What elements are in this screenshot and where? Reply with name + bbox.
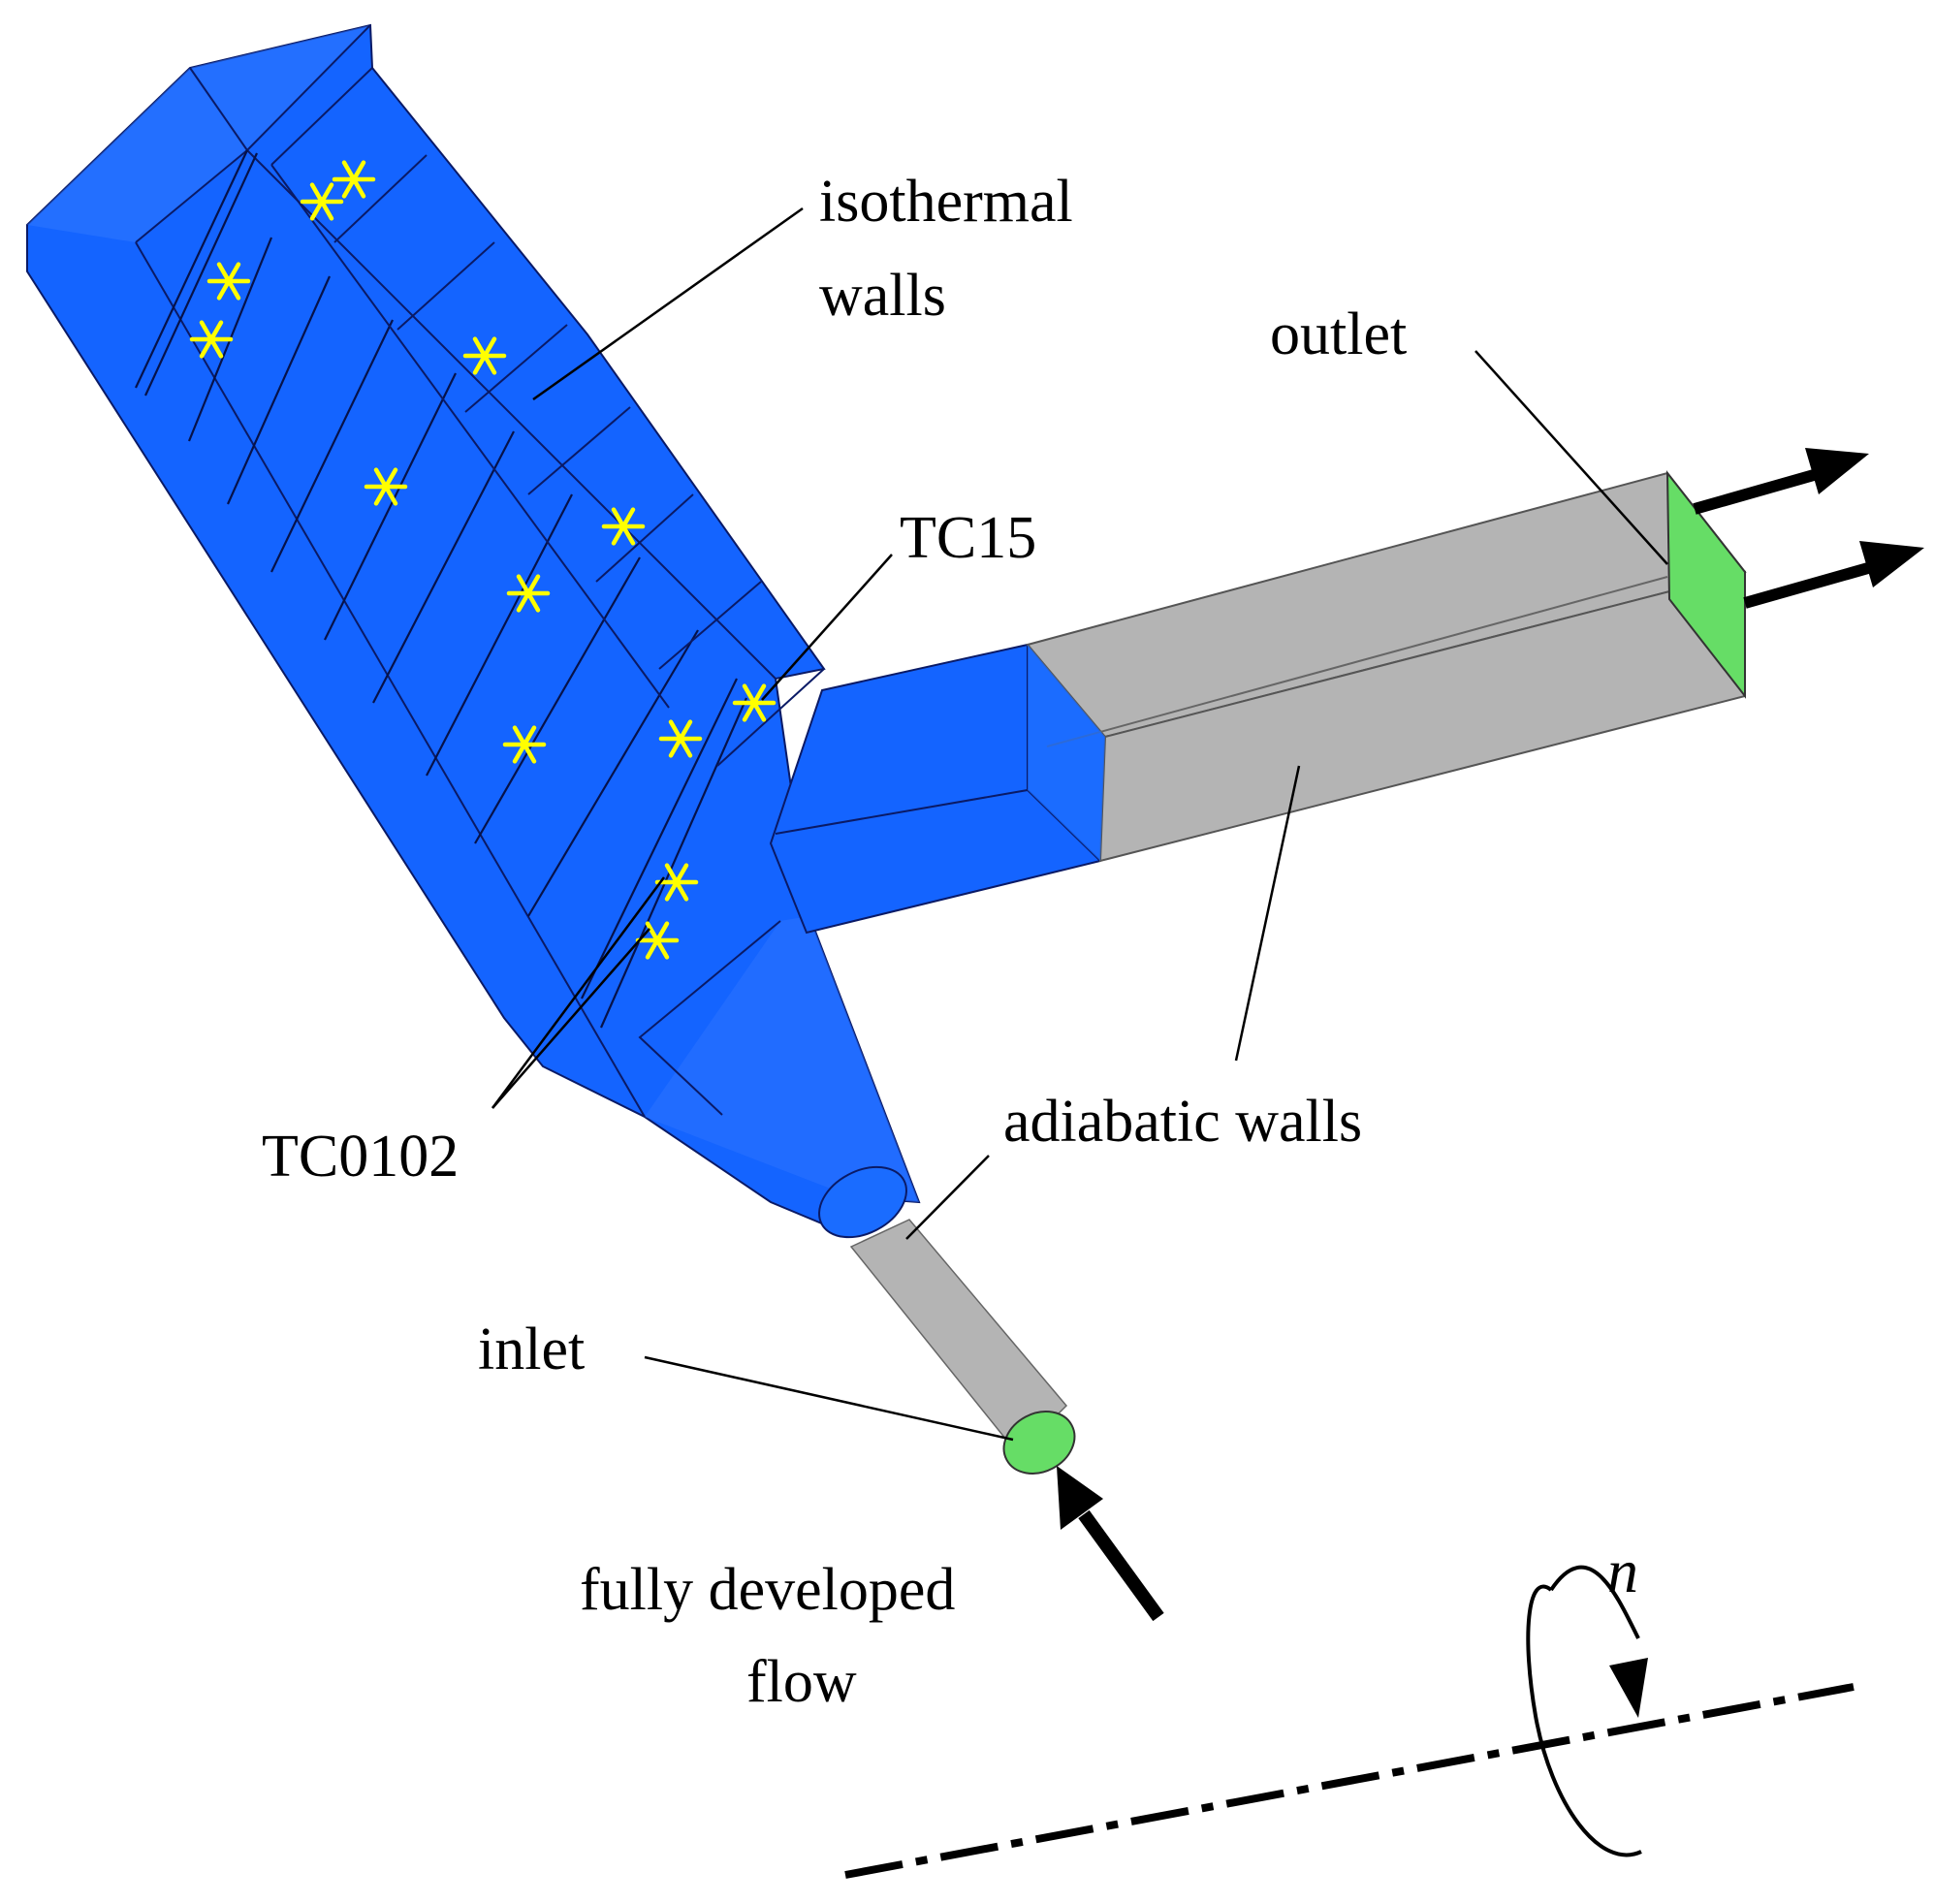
outlet-duct-blue-end: [1028, 645, 1105, 861]
isothermal-walls-label-line2: walls: [819, 263, 946, 329]
outlet-arrow-lower: [1743, 541, 1924, 609]
duct-top-face: [27, 25, 370, 242]
thermocouple-star-marker: [300, 182, 344, 221]
outlet-label: outlet: [1270, 301, 1407, 367]
thermocouple-star-marker: [654, 863, 699, 902]
adiabatic-walls-label: adiabatic walls: [1003, 1089, 1362, 1155]
inlet-pipe: [849, 1219, 1068, 1456]
outlet-arrow-upper: [1693, 448, 1869, 515]
thermocouple-star-marker: [189, 320, 234, 359]
boundary-faces: [1002, 470, 1746, 1475]
axis-dash-dot-line: [844, 1683, 1855, 1879]
rotation-label: n: [1607, 1537, 1638, 1605]
thermocouple-star-marker: [462, 336, 507, 375]
rotation-direction-arrow: [1526, 1565, 1642, 1857]
thermocouple-star-marker: [506, 574, 551, 613]
thermocouple-star-marker: [364, 467, 408, 506]
duct-lower-cone: [645, 916, 919, 1202]
tc0102-label: TC0102: [262, 1124, 459, 1190]
labels: isothermal walls outlet TC15 TC0102 adia…: [262, 169, 1407, 1715]
inlet-label: inlet: [478, 1317, 585, 1382]
fully-developed-flow-label-line1: fully developed: [580, 1557, 955, 1623]
thermocouple-star-marker: [332, 160, 376, 199]
thermocouple-star-marker: [658, 719, 703, 758]
thermocouple-markers: [189, 160, 777, 960]
adiabatic-pipes: [849, 471, 1747, 1456]
fully-developed-flow-label-line2: flow: [746, 1649, 857, 1715]
thermocouple-star-marker: [502, 725, 547, 764]
isothermal-walls-label-line1: isothermal: [819, 169, 1073, 235]
rotation-axis: n: [844, 1537, 1855, 1879]
tc15-label: TC15: [900, 505, 1036, 571]
isothermal-duct: [26, 23, 1107, 1239]
inlet-face: [1002, 1411, 1076, 1475]
outlet-face: [1665, 470, 1746, 699]
thermocouple-star-marker: [732, 683, 777, 722]
inlet-arrow: [1057, 1466, 1164, 1622]
thermocouple-star-marker: [206, 262, 251, 301]
flow-arrows: [1057, 448, 1924, 1622]
leader-lines: [491, 206, 1668, 1442]
inlet-collar: [818, 1165, 907, 1239]
thermocouple-star-marker: [635, 921, 680, 960]
thermocouple-star-marker: [601, 507, 646, 546]
